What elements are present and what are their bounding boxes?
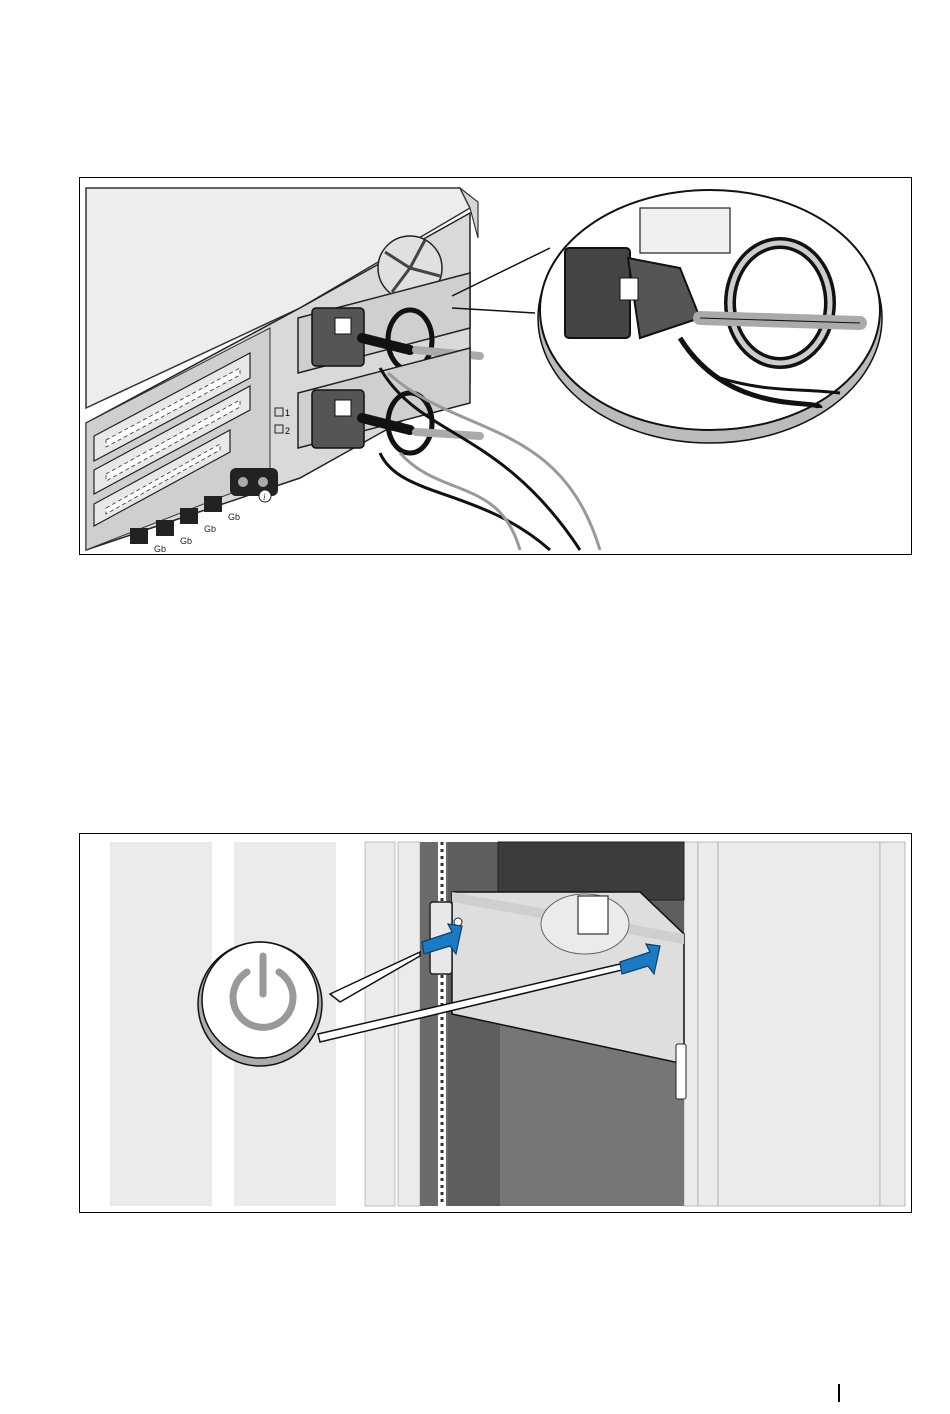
figure-power-on-system — [79, 833, 912, 1213]
rack-panel — [718, 842, 880, 1206]
rack-panel — [110, 842, 212, 1206]
id-button — [238, 477, 248, 487]
psu-label-2: 2 — [285, 426, 290, 436]
nic-port — [204, 496, 222, 512]
nic-label: Gb — [154, 544, 166, 554]
status-indicator — [258, 477, 268, 487]
power-plug — [312, 308, 364, 366]
power-cable — [380, 453, 550, 550]
nic-label: Gb — [180, 536, 192, 546]
page-footer-divider — [838, 1384, 840, 1402]
nic-label: Gb — [204, 524, 216, 534]
power-cable-illustration: Gb Gb Gb Gb i 1 2 — [80, 178, 912, 555]
rack-power-on-illustration — [80, 834, 912, 1213]
system-id-panel — [230, 468, 278, 496]
zoom-callout — [538, 190, 882, 443]
nic-port — [180, 508, 198, 524]
nic-port — [130, 528, 148, 544]
figure-power-cable-connection: Gb Gb Gb Gb i 1 2 — [79, 177, 912, 555]
power-plug — [312, 390, 364, 448]
nic-label: Gb — [228, 512, 240, 522]
nic-port — [156, 520, 174, 536]
psu-label-1: 1 — [285, 408, 290, 418]
